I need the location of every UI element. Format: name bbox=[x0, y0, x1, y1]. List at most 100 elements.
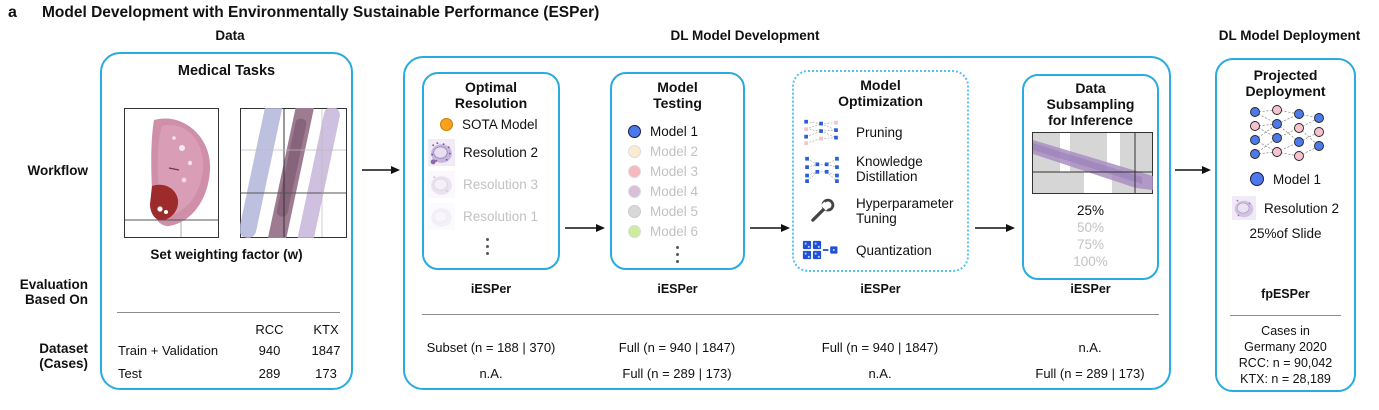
medical-table-divider bbox=[117, 312, 340, 313]
resolution-2-thumbnail-icon bbox=[428, 138, 455, 166]
iesper-label-model-testing: iESPer bbox=[657, 282, 698, 296]
projected-deployment-title-line2: Deployment bbox=[1245, 83, 1326, 99]
optimal-resolution-title: Optimal Resolution bbox=[424, 79, 558, 111]
percentage-list: 25% 50% 75% 100% bbox=[1024, 202, 1157, 270]
optimal-resolution-box: Optimal Resolution SOTA Model Resolution… bbox=[422, 72, 560, 270]
iesper-label-model-optimization: iESPer bbox=[860, 282, 901, 296]
resolution-2-label: Resolution 2 bbox=[463, 144, 539, 160]
arrow-resolution-to-testing bbox=[565, 224, 605, 232]
pruning-network-icon bbox=[804, 119, 838, 146]
model-1-circle-icon bbox=[628, 124, 641, 138]
projected-deployment-title: Projected Deployment bbox=[1217, 67, 1354, 99]
resolution-1-label: Resolution 1 bbox=[463, 208, 539, 224]
hyperparameter-tuning-row: Hyperparameter Tuning bbox=[802, 194, 964, 228]
medical-table-row2-label: Test bbox=[118, 366, 142, 381]
model-optimization-title: Model Optimization bbox=[794, 77, 967, 109]
resolution-3-thumbnail-icon bbox=[428, 170, 455, 198]
model-1-row: Model 1 bbox=[628, 121, 698, 141]
model-testing-title-line2: Testing bbox=[653, 95, 702, 111]
row-label-evaluation: Evaluation Based On bbox=[0, 277, 88, 307]
model-3-row: Model 3 bbox=[628, 161, 698, 181]
quantization-row: Quantization bbox=[802, 236, 932, 264]
model-3-circle-icon bbox=[628, 164, 641, 178]
medical-table-col-ktx: KTX bbox=[313, 322, 339, 337]
row-label-dataset: Dataset (Cases) bbox=[0, 341, 88, 371]
percent-25-label: 25% bbox=[1076, 203, 1105, 218]
model-6-circle-icon bbox=[628, 224, 641, 238]
quantization-icon bbox=[802, 240, 838, 260]
percent-100-label: 100% bbox=[1073, 254, 1108, 269]
projection-line3: RCC: n = 90,042 bbox=[1238, 356, 1333, 370]
dl-model-development-box: Optimal Resolution SOTA Model Resolution… bbox=[403, 56, 1171, 390]
projection-line1: Cases in bbox=[1261, 324, 1310, 338]
subsampled-slide-image bbox=[1032, 132, 1153, 194]
model-5-circle-icon bbox=[628, 204, 641, 218]
pruning-label: Pruning bbox=[856, 124, 903, 140]
row-label-evaluation-line1: Evaluation bbox=[19, 277, 88, 292]
model-optimization-title-line1: Model bbox=[860, 77, 901, 93]
dataset-cell-mo-train: Full (n = 940 | 1847) bbox=[821, 340, 939, 355]
iesper-label-optimal-resolution: iESPer bbox=[470, 282, 512, 296]
dataset-cell-ds-train: n.A. bbox=[1078, 340, 1102, 355]
projection-line4: KTX: n = 28,189 bbox=[1240, 372, 1331, 386]
model-5-row: Model 5 bbox=[628, 201, 698, 221]
data-subsampling-title-line2: Subsampling bbox=[1046, 96, 1135, 112]
dataset-cell-mt-train: Full (n = 940 | 1847) bbox=[618, 340, 736, 355]
panel-label: a bbox=[8, 4, 17, 21]
dataset-cell-ds-test: Full (n = 289 | 173) bbox=[1035, 366, 1145, 381]
model-testing-title: Model Testing bbox=[612, 79, 743, 111]
deployment-table-divider bbox=[1230, 315, 1341, 316]
model-6-row: Model 6 bbox=[628, 221, 698, 241]
knowledge-distillation-label: Knowledge Distillation bbox=[856, 154, 923, 184]
row-label-dataset-line2: (Cases) bbox=[39, 356, 88, 371]
medical-tasks-title: Medical Tasks bbox=[177, 63, 276, 79]
weighting-factor-caption: Set weighting factor (w) bbox=[150, 247, 303, 262]
sota-model-row: SOTA Model bbox=[440, 114, 538, 134]
percent-50-label: 50% bbox=[1076, 220, 1105, 235]
data-subsampling-box: Data Subsampling for Inference 25% 50% 7… bbox=[1022, 74, 1159, 280]
sota-model-label: SOTA Model bbox=[462, 116, 538, 132]
wrench-icon bbox=[811, 198, 835, 222]
projection-line2: Germany 2020 bbox=[1244, 340, 1327, 354]
row-label-workflow: Workflow bbox=[27, 163, 89, 178]
medical-table-row1-label: Train + Validation bbox=[118, 343, 219, 358]
resolution-1-thumbnail-icon bbox=[428, 202, 455, 230]
column-header-deployment: DL Model Deployment bbox=[1218, 28, 1361, 43]
hyperparameter-tuning-label: Hyperparameter Tuning bbox=[856, 196, 954, 226]
resolution-1-row: Resolution 1 bbox=[428, 200, 538, 232]
data-subsampling-title-line1: Data bbox=[1075, 80, 1106, 96]
model-4-circle-icon bbox=[628, 184, 641, 198]
development-table-divider bbox=[422, 314, 1159, 315]
optimal-resolution-title-line1: Optimal bbox=[464, 79, 518, 95]
projected-deployment-title-line1: Projected bbox=[1253, 67, 1318, 83]
fpesper-label: fpESPer bbox=[1261, 287, 1310, 301]
model-6-label: Model 6 bbox=[650, 223, 699, 239]
resolution-3-label: Resolution 3 bbox=[463, 176, 539, 192]
rcc-tissue-slide-image bbox=[124, 108, 219, 238]
medical-table-row1-ktx: 1847 bbox=[311, 343, 341, 358]
deployment-model-row: Model 1 bbox=[1217, 168, 1354, 190]
iesper-label-data-subsampling: iESPer bbox=[1070, 282, 1111, 296]
deployment-resolution-thumbnail-icon bbox=[1231, 196, 1256, 220]
medical-table-row2-rcc: 289 bbox=[258, 366, 281, 381]
dataset-cell-mt-test: Full (n = 289 | 173) bbox=[622, 366, 732, 381]
knowledge-distillation-row: Knowledge Distillation bbox=[802, 152, 956, 186]
quantization-label: Quantization bbox=[856, 242, 932, 258]
arrow-data-to-development bbox=[362, 166, 400, 174]
arrow-testing-to-optimization bbox=[750, 224, 790, 232]
distillation-network-icon bbox=[805, 156, 839, 183]
medical-table-row2-ktx: 173 bbox=[315, 366, 337, 381]
deployment-resolution-row: Resolution 2 bbox=[1217, 194, 1354, 222]
ktx-biopsy-strips-image bbox=[240, 108, 347, 238]
model-2-row: Model 2 bbox=[628, 141, 698, 161]
pruning-row: Pruning bbox=[802, 118, 903, 146]
model-testing-title-line1: Model bbox=[657, 79, 698, 95]
optimal-resolution-title-line2: Resolution bbox=[454, 95, 528, 111]
model-2-circle-icon bbox=[628, 144, 641, 158]
ellipsis-dots bbox=[486, 238, 489, 255]
dataset-cell-or-test: n.A. bbox=[479, 366, 503, 381]
dataset-cell-or-train: Subset (n = 188 | 370) bbox=[426, 340, 556, 355]
figure-title: Model Development with Environmentally S… bbox=[42, 4, 600, 21]
arrow-development-to-deployment bbox=[1175, 166, 1211, 174]
